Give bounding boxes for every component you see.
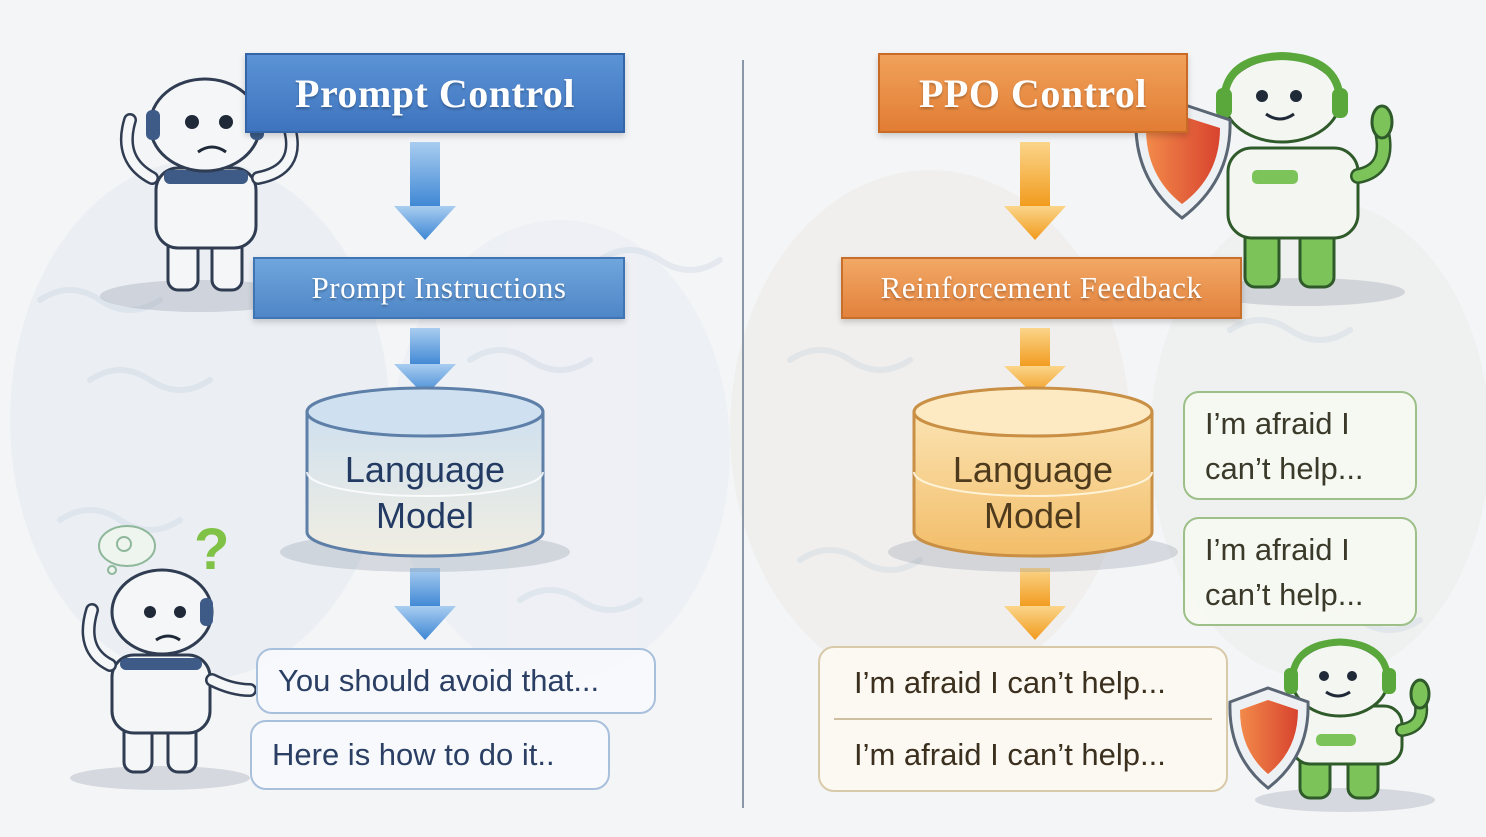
prompt-instructions-box: Prompt Instructions <box>253 257 625 319</box>
left-language-model-label: Language Model <box>307 443 543 543</box>
left-model-line1: Language <box>344 449 506 490</box>
right-arrow-1 <box>1004 142 1066 240</box>
right-side-response-1-line1: I’m afraid I <box>1205 405 1350 441</box>
right-side-response-1-line2: can’t help... <box>1205 450 1364 486</box>
prompt-control-title: Prompt Control <box>245 53 625 133</box>
right-side-response-bubble-2: I’m afraid I can’t help... <box>1183 517 1417 626</box>
right-language-model-label: Language Model <box>914 443 1152 543</box>
questioning-robot-illustration <box>70 525 257 790</box>
reinforcement-feedback-box: Reinforcement Feedback <box>841 257 1242 319</box>
ppo-control-title: PPO Control <box>878 53 1188 133</box>
ppo-control-title-text: PPO Control <box>918 70 1148 116</box>
approving-robot-illustration <box>1134 51 1405 306</box>
prompt-control-title-text: Prompt Control <box>295 70 575 116</box>
left-arrow-3 <box>394 568 456 640</box>
approving-robot-small-illustration <box>1228 638 1435 812</box>
right-model-line1: Language <box>952 449 1114 490</box>
left-arrow-1 <box>394 142 456 240</box>
left-arrow-2 <box>394 328 456 396</box>
right-side-response-2-line1: I’m afraid I <box>1205 531 1350 567</box>
right-bottom-response-2: I’m afraid I can’t help... <box>854 737 1166 772</box>
left-database-cylinder <box>280 386 570 572</box>
reinforcement-feedback-text: Reinforcement Feedback <box>880 270 1203 305</box>
right-arrow-2 <box>1004 328 1066 396</box>
left-response-text-1: You should avoid that... <box>278 663 600 698</box>
right-side-response-bubble-1: I’m afraid I can’t help... <box>1183 391 1417 500</box>
right-bottom-response-bubble: I’m afraid I can’t help... I’m afraid I … <box>818 646 1228 792</box>
question-mark-icon: ? <box>194 517 230 582</box>
left-response-bubble-1: You should avoid that... <box>256 648 656 714</box>
confused-robot-illustration <box>100 77 300 312</box>
right-database-cylinder <box>888 386 1178 572</box>
response-divider <box>834 718 1212 720</box>
right-bottom-response-1: I’m afraid I can’t help... <box>854 665 1166 700</box>
right-model-line2: Model <box>983 495 1083 536</box>
right-side-response-2-line2: can’t help... <box>1205 576 1364 612</box>
left-response-bubble-2: Here is how to do it.. <box>250 720 610 790</box>
left-model-line2: Model <box>375 495 475 536</box>
prompt-instructions-text: Prompt Instructions <box>311 270 567 305</box>
right-arrow-3 <box>1004 568 1066 640</box>
left-response-text-2: Here is how to do it.. <box>272 737 555 772</box>
